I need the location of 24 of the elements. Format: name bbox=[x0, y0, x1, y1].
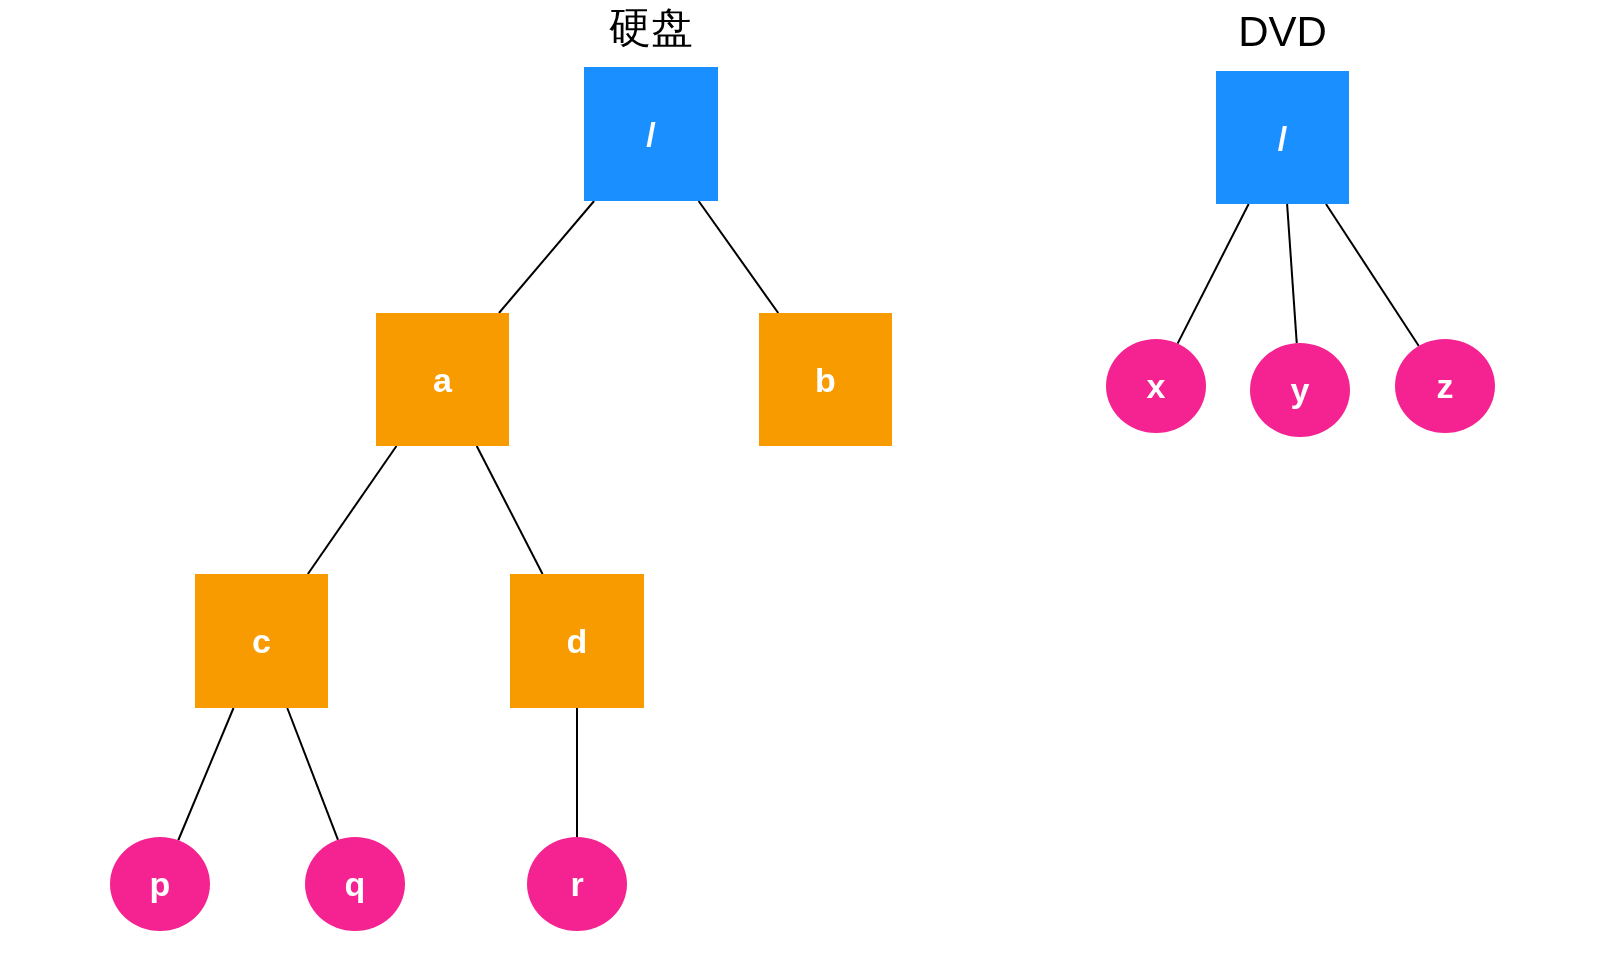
tree-heading: DVD bbox=[1237, 7, 1328, 57]
connector-line bbox=[1325, 203, 1420, 347]
node-label: b bbox=[815, 362, 836, 397]
node-label: p bbox=[149, 867, 171, 901]
connector-line bbox=[177, 707, 235, 842]
node-label: d bbox=[566, 624, 588, 658]
connector-line bbox=[576, 707, 578, 838]
node-label: q bbox=[344, 867, 366, 901]
tree-heading: 硬盘 bbox=[608, 3, 694, 53]
node-label: / bbox=[646, 117, 656, 151]
node-label: c bbox=[252, 624, 271, 658]
node-label: / bbox=[1277, 120, 1288, 155]
connector-line bbox=[306, 445, 398, 575]
connector-line bbox=[286, 707, 339, 841]
node-label: r bbox=[570, 867, 584, 901]
node-label: x bbox=[1146, 369, 1166, 403]
node-label: z bbox=[1436, 369, 1454, 403]
node-label: a bbox=[433, 362, 452, 397]
connector-line bbox=[1176, 203, 1250, 345]
connector-line bbox=[498, 200, 596, 314]
connector-line bbox=[1286, 203, 1298, 345]
connector-line bbox=[475, 445, 544, 575]
connector-line bbox=[697, 200, 780, 314]
node-label: y bbox=[1290, 373, 1310, 407]
